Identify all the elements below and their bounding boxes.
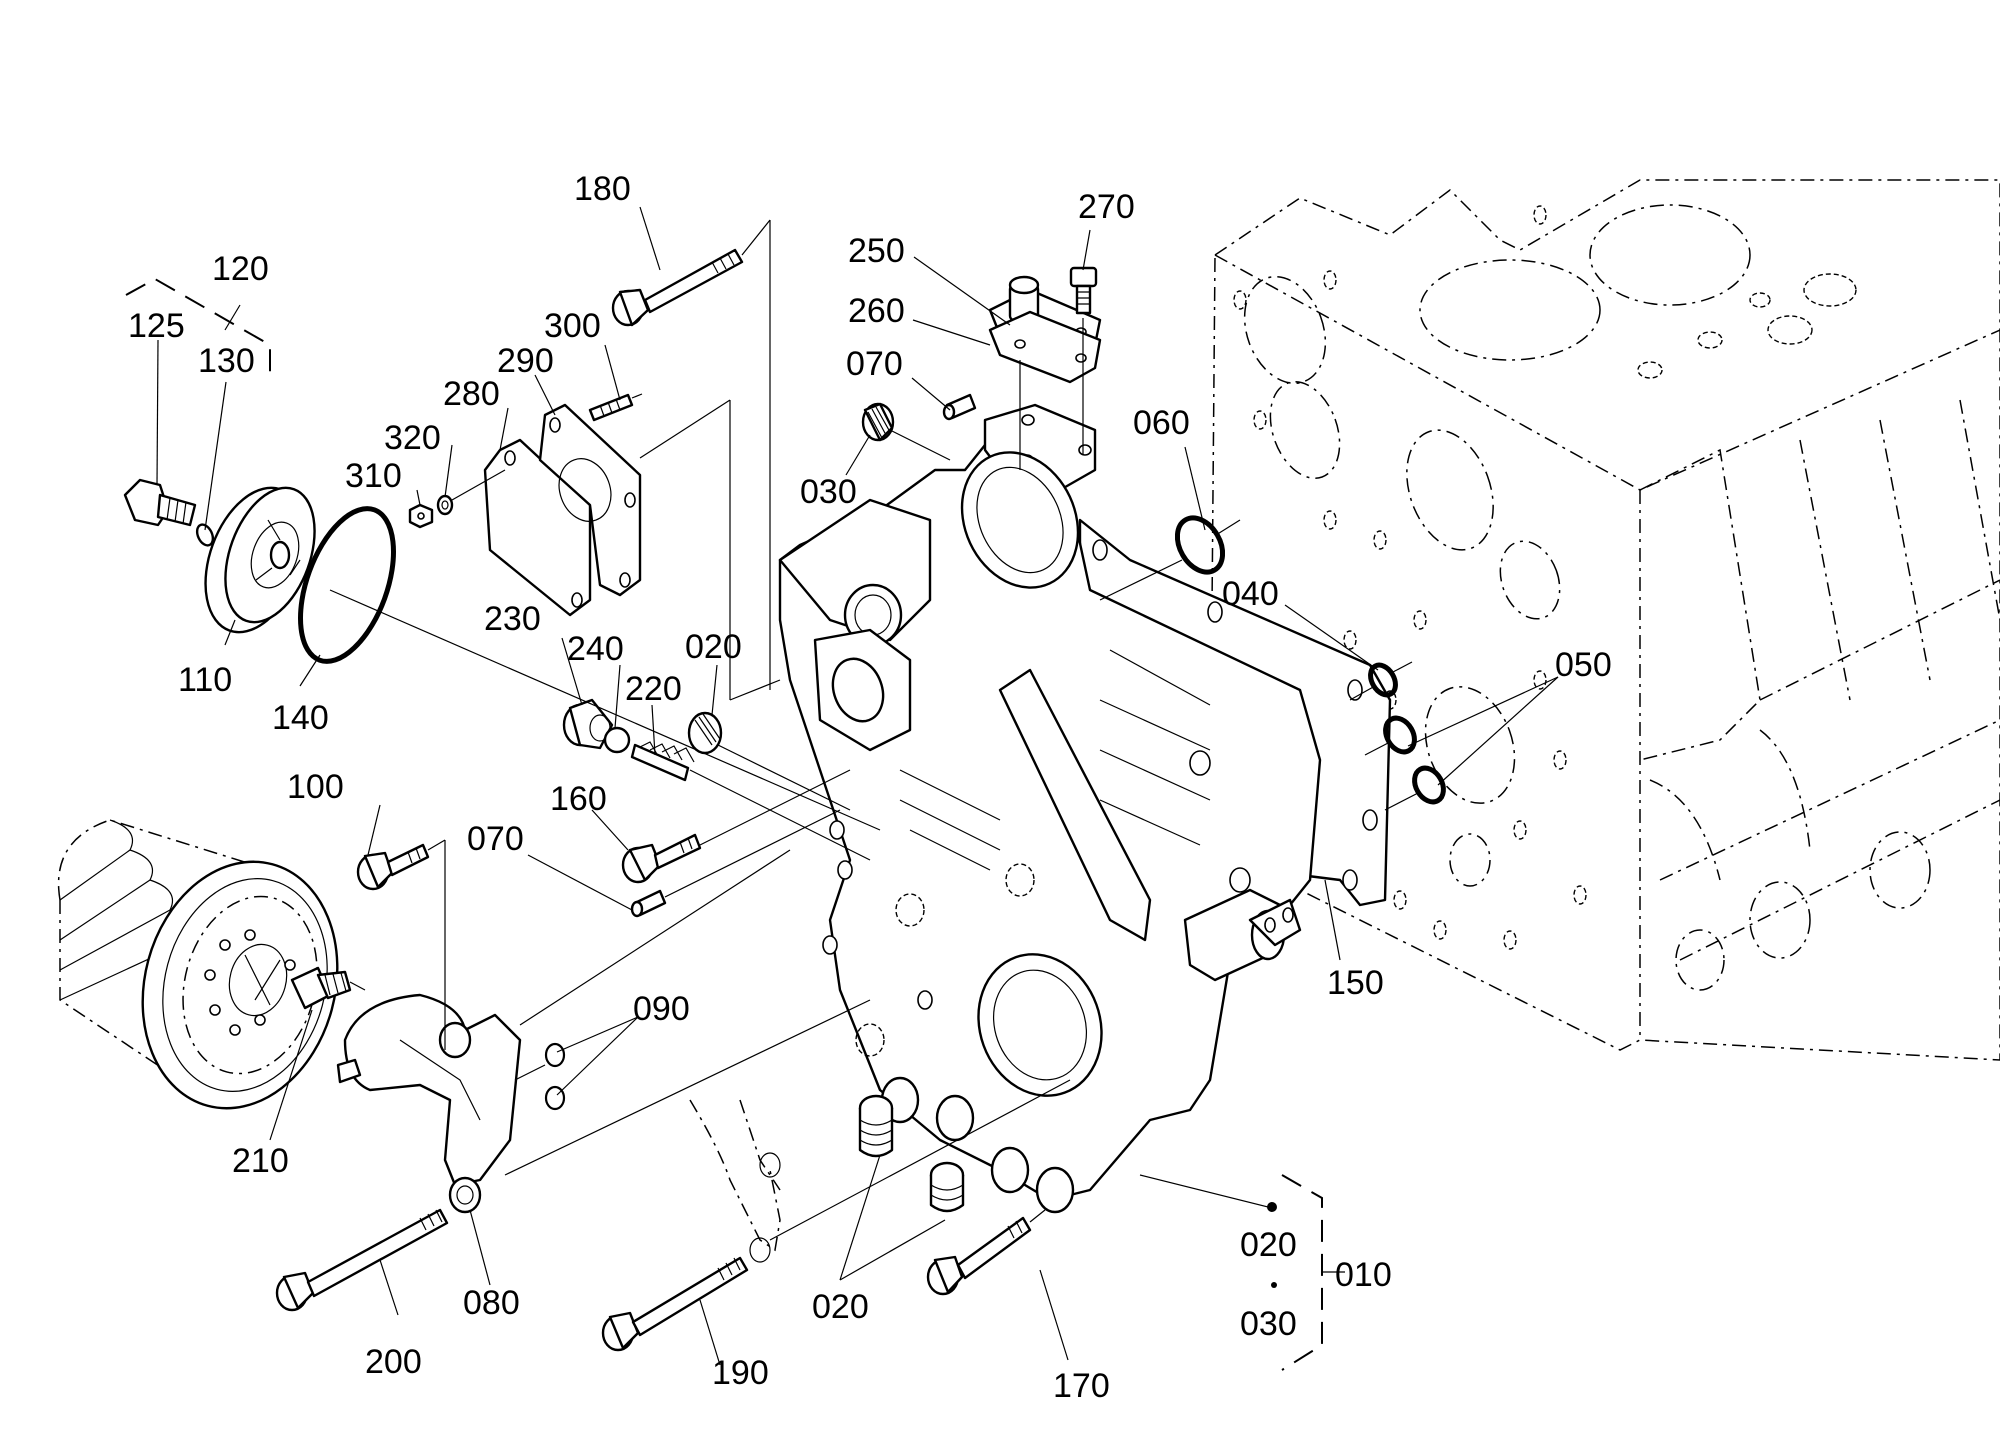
o-ring-050-upper — [1364, 715, 1417, 756]
callout-170: 170 — [1053, 1367, 1110, 1405]
bolt-100 — [356, 839, 446, 1050]
callout-060: 060 — [1133, 404, 1190, 442]
callout-020-bottom: 020 — [812, 1288, 869, 1326]
callout-090: 090 — [633, 990, 690, 1028]
callout-230: 230 — [484, 600, 541, 638]
callout-labels: 010 020 020 020 030 030 040 050 060 070 … — [128, 170, 1612, 1405]
valve-230 — [562, 698, 614, 750]
callout-120: 120 — [212, 250, 269, 288]
callout-050: 050 — [1555, 646, 1612, 684]
callout-070-top: 070 — [846, 345, 903, 383]
leader-lines — [156, 206, 1559, 1366]
washer-320 — [436, 469, 506, 516]
bolt-170 — [926, 1209, 1046, 1296]
bolt-160 — [621, 769, 851, 884]
callout-100: 100 — [287, 768, 344, 806]
leader-290-join — [729, 679, 781, 701]
bracket-080 — [336, 849, 871, 1214]
callout-020-valve: 020 — [685, 628, 742, 666]
axis-line-valve — [689, 769, 871, 861]
callout-270: 270 — [1078, 188, 1135, 226]
pin-070-top — [942, 393, 977, 421]
plug-020-bottom-left — [858, 1094, 894, 1158]
ball-240 — [603, 726, 631, 754]
plug-030-top — [861, 402, 951, 461]
gear-case — [778, 403, 1322, 1214]
callout-210: 210 — [232, 1142, 289, 1180]
o-ring-060 — [1099, 515, 1241, 601]
callout-030-group: 030 — [1240, 1305, 1297, 1343]
callout-250: 250 — [848, 232, 905, 270]
nut-310 — [408, 503, 434, 529]
o-ring-050-lower — [1384, 765, 1446, 811]
callout-140: 140 — [272, 699, 329, 737]
stud-300 — [588, 393, 643, 422]
callout-290: 290 — [497, 342, 554, 380]
bracket-group-010 — [1267, 1174, 1323, 1371]
spring-220 — [630, 741, 695, 782]
cylinder-block — [1209, 179, 2000, 1061]
bracket-group-120 — [125, 277, 271, 380]
gasket-260 — [988, 310, 1102, 384]
leader-290-case — [639, 399, 731, 459]
callout-125: 125 — [128, 307, 185, 345]
bolt-180 — [611, 219, 771, 690]
cover-110 — [204, 486, 316, 634]
callout-010: 010 — [1335, 1256, 1392, 1294]
callout-070-mid: 070 — [467, 820, 524, 858]
callout-260: 260 — [848, 292, 905, 330]
o-ring-040 — [1349, 661, 1413, 701]
pin-070-mid — [630, 809, 841, 918]
callout-280: 280 — [443, 375, 500, 413]
o-ring-140 — [298, 506, 396, 664]
oil-filter-cartridge — [57, 819, 339, 1110]
callout-150: 150 — [1327, 964, 1384, 1002]
callout-180: 180 — [574, 170, 631, 208]
axis-line-long — [329, 589, 881, 831]
washer-130 — [195, 523, 215, 547]
callout-320: 320 — [384, 419, 441, 457]
plug-020-bottom-right — [929, 1161, 965, 1213]
callout-160: 160 — [550, 780, 607, 818]
callout-240: 240 — [567, 630, 624, 668]
o-ring-090-upper — [544, 1042, 566, 1068]
bolt-190 — [601, 1256, 749, 1352]
callout-300: 300 — [544, 307, 601, 345]
callout-220: 220 — [625, 670, 682, 708]
callout-080: 080 — [463, 1284, 520, 1322]
block-bolt-holes — [1233, 205, 1857, 950]
callout-190: 190 — [712, 1354, 769, 1392]
callout-110: 110 — [178, 661, 232, 699]
callout-130: 130 — [198, 342, 255, 380]
callout-040: 040 — [1222, 575, 1279, 613]
bolt-200 — [275, 1208, 449, 1312]
nipple-210 — [290, 966, 366, 1010]
callout-030-top: 030 — [800, 473, 857, 511]
bracket-ghost — [689, 1079, 1071, 1263]
callout-310: 310 — [345, 457, 402, 495]
callout-200: 200 — [365, 1343, 422, 1381]
cover-280 — [483, 438, 592, 617]
gasket-290 — [538, 403, 642, 597]
bolt-125 — [123, 478, 197, 527]
callout-020-group: 020 — [1240, 1226, 1297, 1264]
o-ring-090-lower — [544, 1085, 566, 1111]
